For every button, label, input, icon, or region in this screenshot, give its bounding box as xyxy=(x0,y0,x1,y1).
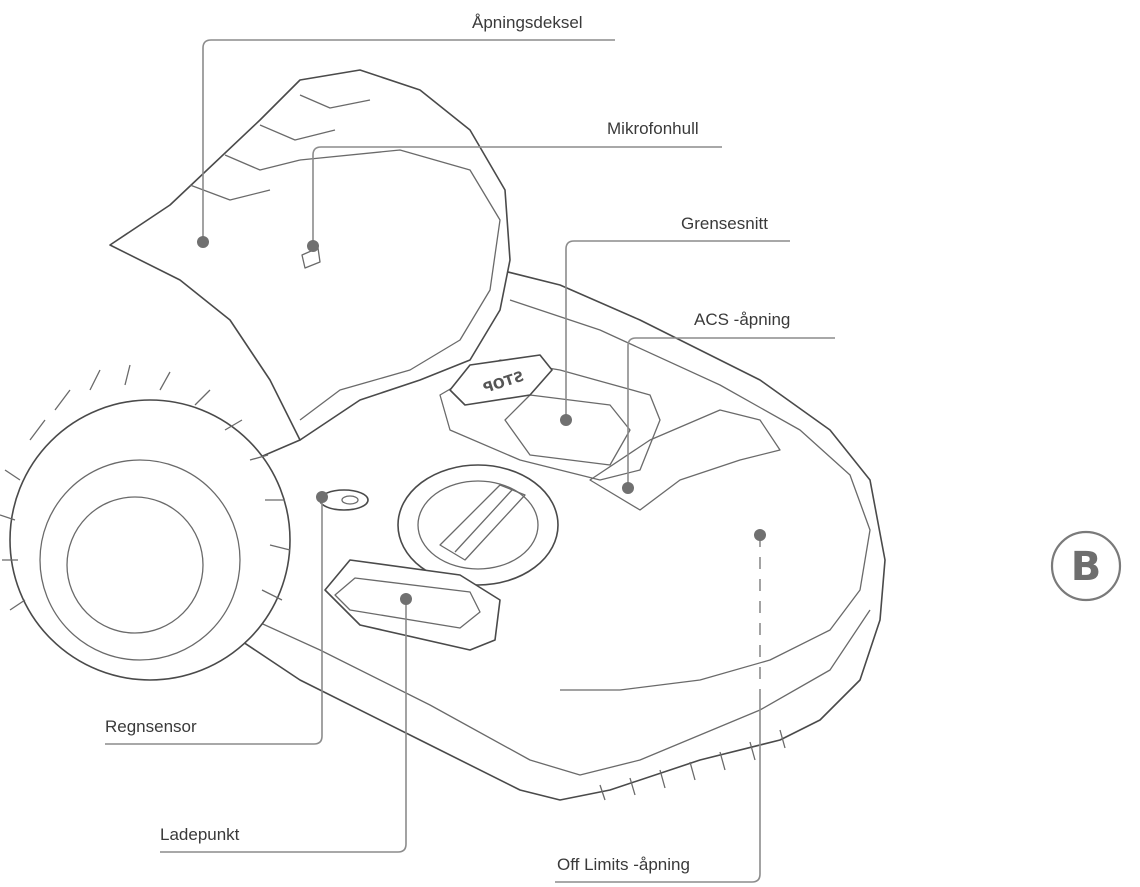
height-dial-outer xyxy=(397,464,559,586)
wheel-treads xyxy=(0,364,291,611)
dot-rain-sensor xyxy=(316,491,328,503)
dot-charging-point xyxy=(400,593,412,605)
label-acs: ACS -åpning xyxy=(694,310,790,329)
label-off-limits: Off Limits -åpning xyxy=(557,855,690,874)
lid-inner-curve xyxy=(299,149,501,421)
lid-ridge-3 xyxy=(259,124,336,141)
height-dial-inner xyxy=(417,480,539,570)
dot-lid xyxy=(197,236,209,248)
label-rain-sensor: Regnsensor xyxy=(105,717,197,736)
leader-interface xyxy=(565,240,790,420)
badge-circle xyxy=(1050,530,1122,602)
label-lid: Åpningsdeksel xyxy=(472,13,583,32)
dot-interface xyxy=(560,414,572,426)
charging-contact-strip xyxy=(334,577,481,629)
annotations: Åpningsdeksel Mikrofonhull Grensesnitt A… xyxy=(105,13,835,883)
mower-top-shell xyxy=(509,299,871,691)
lid xyxy=(109,69,511,441)
dot-off-limits xyxy=(754,529,766,541)
rain-sensor-shape xyxy=(319,489,369,511)
mower-skirt xyxy=(209,599,871,776)
lid-ridge-4 xyxy=(299,94,371,109)
leader-rain-sensor xyxy=(105,497,323,745)
acs-ridge xyxy=(589,409,781,511)
leader-charging-point xyxy=(160,599,407,853)
leader-lid xyxy=(202,39,615,242)
wheel-hub xyxy=(66,496,204,634)
front-vents xyxy=(599,729,786,801)
wheel-rim xyxy=(39,459,241,661)
label-interface: Grensesnitt xyxy=(681,214,768,233)
dot-microphone xyxy=(307,240,319,252)
leader-off-limits-solid xyxy=(555,700,761,883)
leader-microphone xyxy=(312,146,722,246)
height-dial-knob-line xyxy=(454,489,513,553)
stop-button xyxy=(449,354,553,406)
badge-letter: B xyxy=(1071,544,1102,590)
figure-badge: B xyxy=(1050,530,1122,602)
wheel-outer xyxy=(9,399,291,681)
mower-illustration: STOP xyxy=(0,69,886,801)
rain-sensor-inner xyxy=(341,495,359,505)
label-charging-point: Ladepunkt xyxy=(160,825,240,844)
label-microphone: Mikrofonhull xyxy=(607,119,699,138)
lid-ridge-2 xyxy=(224,154,301,171)
dot-acs xyxy=(622,482,634,494)
height-dial-knob xyxy=(439,484,526,561)
leader-acs xyxy=(627,337,835,488)
